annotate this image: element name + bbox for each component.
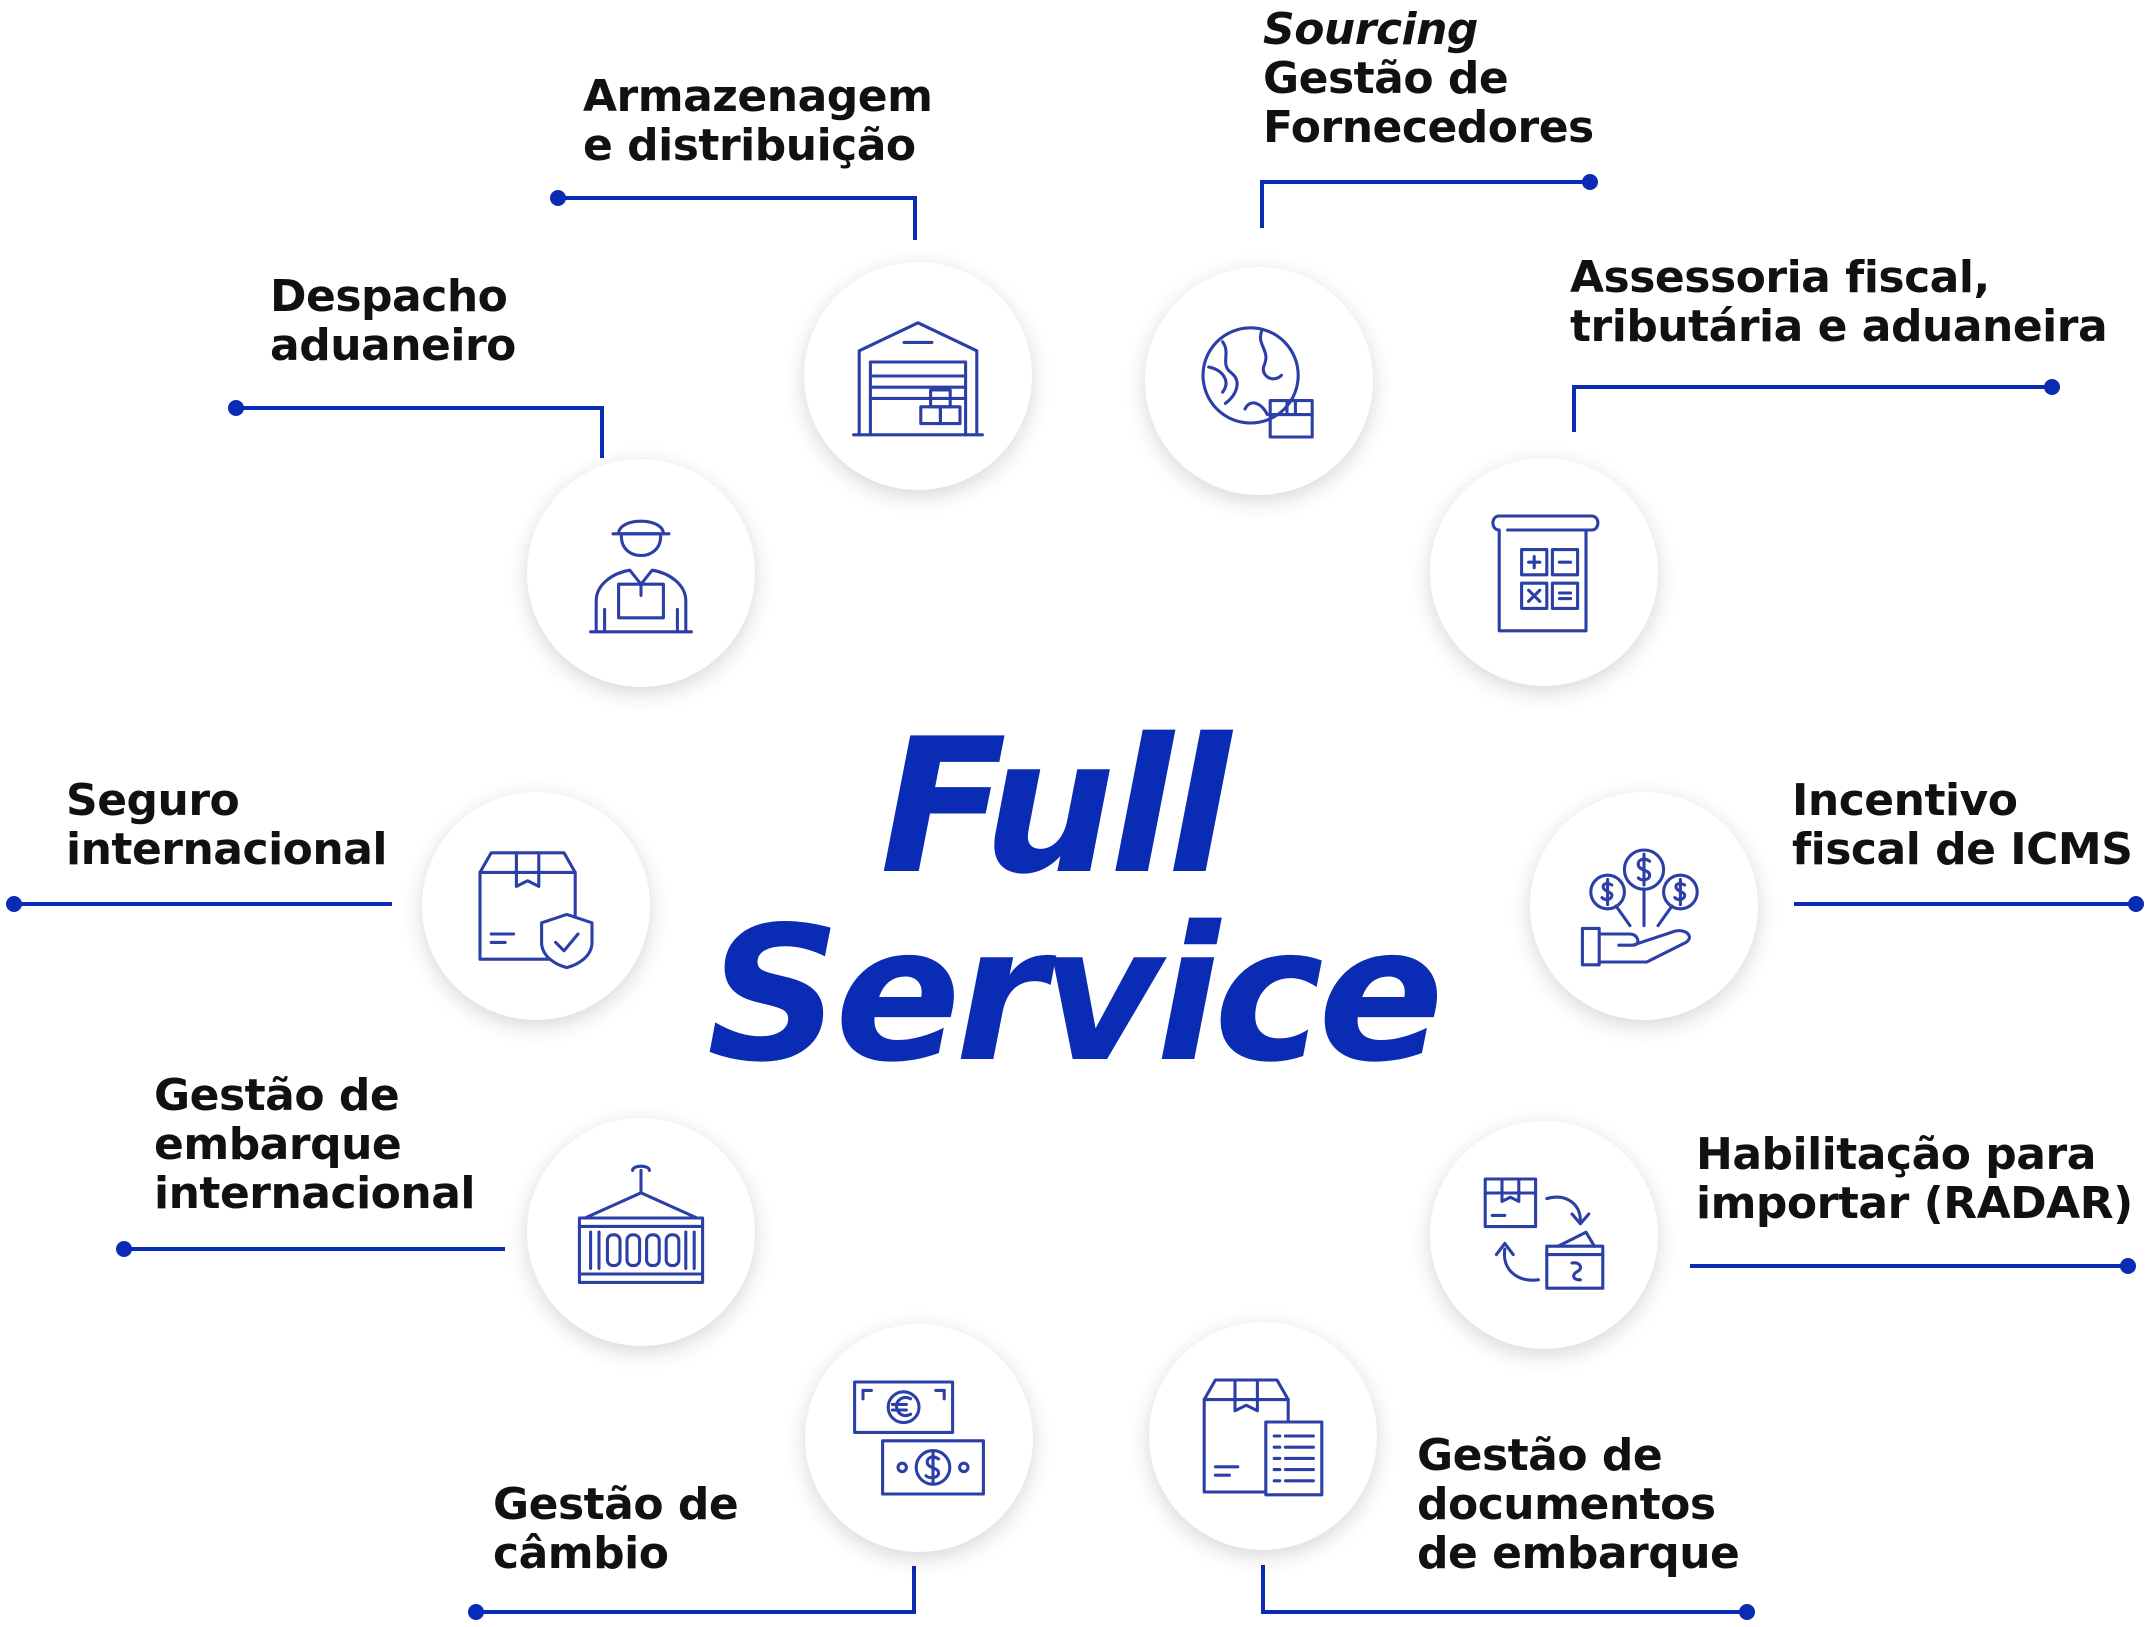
circle-icms	[1530, 792, 1758, 1020]
label-insurance: Seguro internacional	[66, 775, 388, 875]
label-line: de embarque	[1417, 1528, 1740, 1579]
label-line: Seguro	[66, 775, 240, 826]
label-line: Fornecedores	[1263, 102, 1594, 153]
label-warehouse: Armazenagem e distribuição	[583, 71, 933, 171]
label-line: Sourcing	[1263, 4, 1478, 55]
connector-sourcing	[1260, 180, 1590, 228]
connector-dot	[116, 1241, 132, 1257]
label-exchange: Gestão de câmbio	[493, 1479, 739, 1579]
customs-agent-icon	[589, 519, 693, 634]
connector-dot	[1582, 174, 1598, 190]
connector-exchange	[476, 1566, 916, 1614]
circle-shipment	[527, 1118, 755, 1346]
label-sourcing: Sourcing Gestão de Fornecedores	[1263, 5, 1594, 152]
box-exchange-icon	[1483, 1177, 1605, 1290]
box-document-icon	[1202, 1378, 1324, 1497]
label-shipment: Gestão de embarque internacional	[154, 1070, 476, 1219]
label-line: câmbio	[493, 1528, 669, 1579]
circle-documents	[1149, 1322, 1377, 1550]
connector-documents	[1261, 1565, 1747, 1614]
label-line: Gestão de	[154, 1070, 400, 1121]
currency-exchange-icon	[853, 1380, 985, 1496]
label-line: importar (RADAR)	[1696, 1178, 2133, 1229]
money-hand-icon	[1580, 848, 1699, 967]
label-line: Despacho	[270, 271, 508, 322]
label-line: Assessoria fiscal,	[1570, 252, 1990, 303]
warehouse-icon	[852, 321, 984, 437]
label-line: Gestão de	[1417, 1430, 1663, 1481]
circle-insurance	[422, 792, 650, 1020]
connector-dot	[228, 400, 244, 416]
circle-exchange	[805, 1324, 1033, 1552]
connector-dot	[2120, 1258, 2136, 1274]
label-line: Incentivo	[1792, 775, 2018, 826]
label-line: tributária e aduaneira	[1570, 301, 2108, 352]
label-line: internacional	[154, 1168, 476, 1219]
insured-box-icon	[478, 851, 594, 970]
connector-dot	[1739, 1604, 1755, 1620]
label-line: Habilitação para	[1696, 1129, 2096, 1180]
label-line: Gestão de	[1263, 53, 1509, 104]
connector-dot	[2128, 896, 2144, 912]
label-tax-advisory: Assessoria fiscal, tributária e aduaneir…	[1570, 252, 2108, 352]
circle-tax-advisory	[1430, 458, 1658, 686]
label-documents: Gestão de documentos de embarque	[1417, 1430, 1740, 1579]
connector-warehouse	[558, 196, 917, 240]
connector-customs-agent	[236, 406, 604, 458]
label-line: embarque	[154, 1119, 402, 1170]
label-line: documentos	[1417, 1479, 1716, 1530]
circle-sourcing	[1145, 267, 1373, 495]
circle-warehouse	[804, 262, 1032, 490]
label-line: internacional	[66, 824, 388, 875]
calculator-icon	[1491, 514, 1600, 633]
label-line: fiscal de ICMS	[1792, 824, 2133, 875]
title-line-2: Service	[706, 886, 1444, 1103]
label-radar: Habilitação para importar (RADAR)	[1696, 1130, 2133, 1228]
title-line-1: Full	[879, 698, 1231, 915]
connector-dot	[468, 1604, 484, 1620]
label-line: Armazenagem	[583, 71, 933, 122]
container-icon	[577, 1164, 705, 1284]
label-line: e distribuição	[583, 120, 916, 171]
circle-customs-agent	[527, 459, 755, 687]
connector-dot	[550, 190, 566, 206]
circle-radar	[1430, 1121, 1658, 1349]
label-customs-agent: Despacho aduaneiro	[270, 272, 516, 370]
label-line: Gestão de	[493, 1479, 739, 1530]
connector-tax-advisory	[1572, 385, 2052, 432]
label-icms: Incentivo fiscal de ICMS	[1792, 775, 2133, 875]
connector-dot	[6, 896, 22, 912]
label-line: aduaneiro	[270, 320, 516, 371]
globe-package-icon	[1201, 326, 1314, 439]
connector-dot	[2044, 379, 2060, 395]
